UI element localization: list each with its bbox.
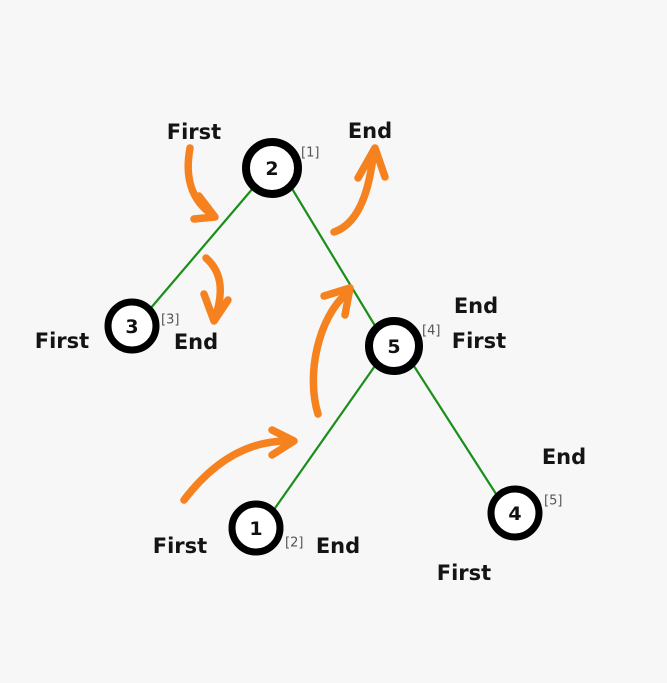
arrows-group	[180, 144, 389, 504]
arrow-end-below-node3	[200, 254, 232, 325]
arrow-first-into-node2	[184, 144, 219, 223]
arrow-end-out-of-node2-head-icon	[354, 144, 389, 182]
node-3-circle[interactable]	[104, 298, 160, 354]
arrow-end-out-of-node2-shaft	[330, 153, 377, 236]
node-4-order-index: [5]	[544, 494, 562, 509]
node-2[interactable]: 2 [1]	[242, 138, 319, 198]
node-4-value: 4	[508, 503, 521, 525]
arrow-up-into-node5-head-icon	[320, 284, 354, 319]
node-2-order-index: [1]	[301, 146, 319, 161]
node-5[interactable]: 5 [4]	[365, 317, 440, 375]
node-3-order-index: [3]	[161, 313, 179, 328]
arrow-end-out-of-node2	[330, 144, 389, 236]
arrow-first-into-node1-shaft	[180, 437, 294, 504]
marker-end-node2: End	[348, 119, 392, 143]
node-2-circle[interactable]	[242, 138, 302, 198]
node-3-value: 3	[125, 316, 138, 338]
node-5-order-index: [4]	[422, 324, 440, 339]
node-3[interactable]: 3 [3]	[104, 298, 179, 354]
edge-2-5	[289, 185, 379, 331]
nodes-group: 2 [1] 3 [3] 5 [4] 1 [2] 4 [5]	[104, 138, 562, 556]
marker-end-node1: End	[316, 534, 360, 558]
node-5-circle[interactable]	[365, 317, 423, 375]
edge-5-4	[410, 361, 500, 499]
marker-first-node3: First	[35, 329, 89, 353]
node-2-value: 2	[265, 158, 278, 180]
arrow-up-into-node5-shaft	[309, 289, 351, 418]
marker-end-node5: End	[454, 294, 498, 318]
arrow-first-into-node2-head-icon	[190, 192, 219, 223]
arrow-first-into-node1-head-icon	[268, 426, 298, 459]
node-1-order-index: [2]	[285, 536, 303, 551]
arrow-end-below-node3-head-icon	[200, 290, 232, 325]
edges-group	[148, 185, 500, 513]
edge-5-1	[271, 361, 379, 513]
node-4[interactable]: 4 [5]	[487, 485, 562, 541]
node-1[interactable]: 1 [2]	[228, 500, 303, 556]
marker-end-node3: End	[174, 330, 218, 354]
marker-first-node2: First	[167, 120, 221, 144]
node-1-value: 1	[249, 518, 262, 540]
arrow-up-into-node5	[309, 284, 354, 418]
marker-end-node4: End	[542, 445, 586, 469]
edge-2-3	[148, 185, 256, 311]
node-4-circle[interactable]	[487, 485, 543, 541]
arrow-first-into-node1	[180, 426, 298, 504]
marker-first-node5: First	[452, 329, 506, 353]
node-1-circle[interactable]	[228, 500, 284, 556]
marker-first-node4: First	[437, 561, 491, 585]
node-5-value: 5	[387, 336, 400, 358]
marker-first-node1: First	[153, 534, 207, 558]
